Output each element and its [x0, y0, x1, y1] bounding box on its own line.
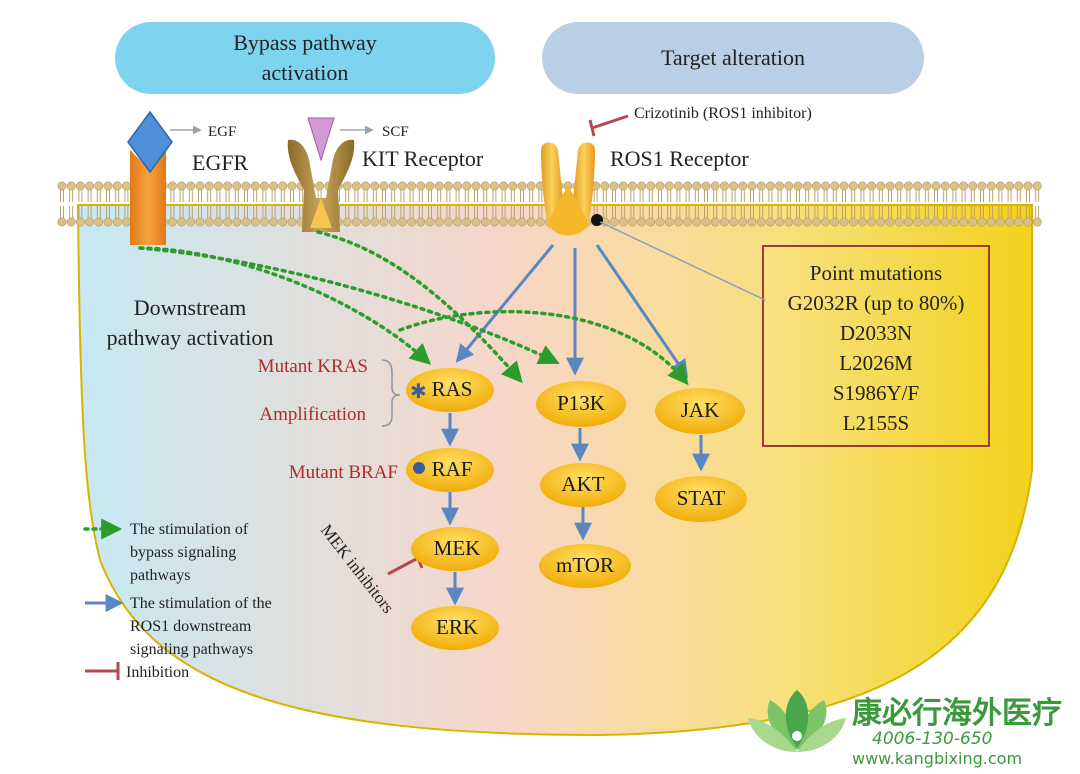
- bypass-pill: [115, 22, 495, 94]
- stat-label: STAT: [677, 486, 726, 510]
- akt-label: AKT: [561, 472, 604, 496]
- bypass-title-line1: Bypass pathway: [233, 30, 377, 55]
- node-p13k: P13K: [536, 381, 626, 427]
- mutation-item: L2155S: [843, 411, 910, 435]
- mutation-item: D2033N: [840, 321, 912, 345]
- mutation-item: S1986Y/F: [833, 381, 919, 405]
- watermark-url: www.kangbixing.com: [852, 749, 1022, 768]
- mtor-label: mTOR: [556, 553, 614, 577]
- downstream-line2: pathway activation: [107, 325, 274, 350]
- mutant-kras-label: Mutant KRAS: [258, 356, 368, 377]
- node-akt: AKT: [540, 463, 626, 507]
- target-title: Target alteration: [661, 45, 805, 70]
- legend-inhibition: Inhibition: [126, 664, 189, 681]
- crizotinib-label: Crizotinib (ROS1 inhibitor): [634, 105, 812, 122]
- node-erk: ERK: [411, 606, 499, 650]
- target-pill: [542, 22, 924, 94]
- jak-label: JAK: [681, 398, 720, 422]
- amplification-label: Amplification: [259, 404, 366, 425]
- legend-ros1-line3: signaling pathways: [130, 641, 253, 658]
- mutation-star-icon: ✱: [410, 379, 427, 403]
- legend-bypass-line3: pathways: [130, 567, 190, 584]
- bypass-arrows: [138, 230, 689, 386]
- kit-label: KIT Receptor: [362, 146, 484, 171]
- erk-label: ERK: [436, 615, 478, 639]
- legend-bypass-line2: bypass signaling: [130, 544, 236, 561]
- egfr-label: EGFR: [192, 150, 249, 175]
- watermark: 康必行海外医疗 4006-130-650 www.kangbixing.com: [748, 690, 1062, 768]
- ros1-receptor: [541, 142, 603, 236]
- bypass-title-line2: activation: [262, 60, 349, 85]
- mutant-braf-label: Mutant BRAF: [289, 462, 398, 483]
- node-raf: RAF: [406, 448, 494, 492]
- egf-label: EGF: [208, 124, 236, 140]
- node-mek: MEK: [411, 527, 499, 571]
- kit-receptor: [287, 117, 355, 232]
- legend-ros1-line2: ROS1 downstream: [130, 618, 252, 635]
- downstream-line1: Downstream: [134, 295, 246, 320]
- egfr-receptor: [127, 110, 173, 245]
- node-stat: STAT: [655, 476, 747, 522]
- p13k-label: P13K: [557, 391, 605, 415]
- scf-label: SCF: [382, 124, 409, 140]
- legend-ros1-line1: The stimulation of the: [130, 595, 272, 612]
- mutation-item: L2026M: [839, 351, 913, 375]
- ros1-label: ROS1 Receptor: [610, 146, 749, 171]
- node-ras: RAS ✱: [406, 368, 494, 412]
- kras-bracket: [381, 359, 401, 427]
- mutation-item: G2032R (up to 80%): [788, 291, 965, 315]
- node-mtor: mTOR: [539, 544, 631, 588]
- raf-label: RAF: [432, 457, 473, 481]
- mutations-title: Point mutations: [810, 261, 942, 285]
- mutation-dot-icon: [413, 462, 425, 474]
- legend-bypass-line1: The stimulation of: [130, 521, 249, 538]
- node-jak: JAK: [655, 388, 745, 434]
- watermark-phone: 4006-130-650: [872, 729, 992, 749]
- legend: The stimulation of bypass signaling path…: [83, 518, 272, 681]
- watermark-name: 康必行海外医疗: [852, 696, 1062, 731]
- mek-label: MEK: [434, 536, 481, 560]
- ras-label: RAS: [432, 377, 473, 401]
- ros1-arrows: [441, 244, 710, 606]
- point-mutations-box: [762, 245, 990, 447]
- lotus-logo-icon: [748, 690, 846, 752]
